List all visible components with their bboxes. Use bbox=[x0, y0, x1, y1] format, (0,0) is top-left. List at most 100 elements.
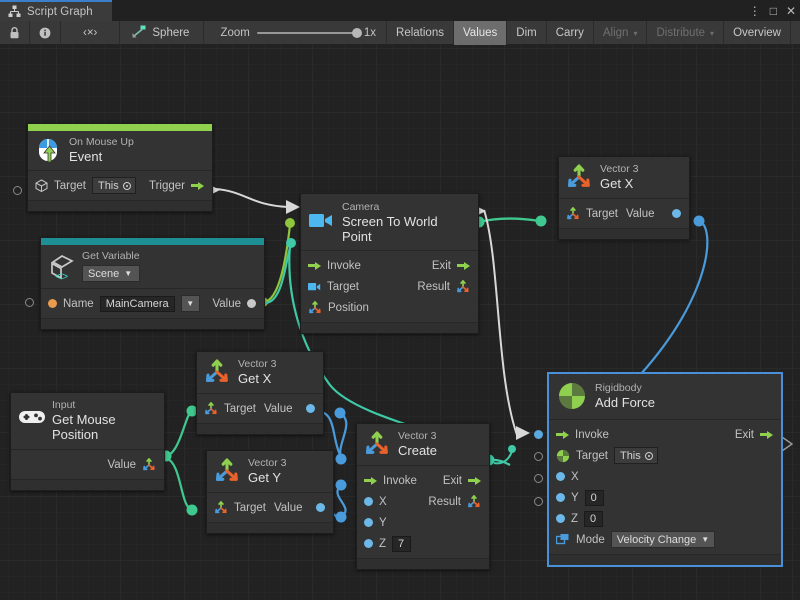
node-rigidbody-add-force[interactable]: Rigidbody Add Force Invoke Exit bbox=[548, 373, 782, 566]
variable-name-field[interactable]: MainCamera bbox=[99, 295, 175, 312]
y-port-dot[interactable] bbox=[364, 518, 373, 527]
exit-flow-arrow-icon[interactable] bbox=[457, 261, 470, 271]
port-on-mouse-up-target[interactable] bbox=[13, 186, 22, 195]
value-port-dot[interactable] bbox=[672, 209, 681, 218]
port-row-mode[interactable]: Mode Velocity Change ▼ bbox=[549, 529, 781, 550]
toolbar-button-align[interactable]: Align ▾ bbox=[594, 21, 648, 45]
toolbar-button-full-screen[interactable]: Full Screen bbox=[791, 21, 800, 45]
port-row-x[interactable]: X bbox=[549, 466, 781, 487]
port-row-z[interactable]: Z 7 bbox=[357, 533, 489, 554]
node-vector3-create[interactable]: Vector 3 Create Invoke Exit X Result bbox=[356, 423, 490, 570]
toolbar-button-overview[interactable]: Overview bbox=[724, 21, 791, 45]
mode-dropdown[interactable]: Velocity Change ▼ bbox=[610, 531, 716, 548]
port-row-invoke-exit[interactable]: Invoke Exit bbox=[549, 424, 781, 445]
name-port-dot[interactable] bbox=[48, 299, 57, 308]
rigidbody-port-icon[interactable] bbox=[556, 449, 570, 463]
port-row-y[interactable]: Y 0 bbox=[549, 487, 781, 508]
value-port-dot[interactable] bbox=[316, 503, 325, 512]
object-picker-icon[interactable] bbox=[122, 181, 131, 190]
port-row-y[interactable]: Y bbox=[357, 512, 489, 533]
z-value-field[interactable]: 7 bbox=[392, 535, 412, 552]
toolbar-button-values[interactable]: Values bbox=[453, 21, 508, 45]
port-row-target-value[interactable]: Target Value bbox=[559, 203, 689, 224]
port-row-target-result[interactable]: Target Result bbox=[301, 276, 478, 297]
zoom-control[interactable]: Zoom 1x bbox=[204, 21, 388, 45]
graph-inspector-icon[interactable]: ‹×› bbox=[61, 21, 121, 45]
target-label: Target bbox=[576, 449, 608, 462]
invoke-flow-arrow-icon[interactable] bbox=[364, 476, 377, 486]
z-port-dot[interactable] bbox=[364, 539, 373, 548]
zoom-slider-handle[interactable] bbox=[351, 28, 362, 38]
port-row-x-result[interactable]: X Result bbox=[357, 491, 489, 512]
maximize-icon[interactable]: □ bbox=[769, 4, 777, 18]
node-vector3-get-x-top[interactable]: Vector 3 Get X Target Value bbox=[558, 156, 690, 240]
port-row-target-value[interactable]: Target Value bbox=[197, 398, 323, 419]
close-icon[interactable]: ✕ bbox=[785, 4, 796, 18]
x-port-dot[interactable] bbox=[556, 472, 565, 481]
info-icon[interactable] bbox=[30, 21, 61, 45]
vector3-port-icon[interactable] bbox=[142, 457, 156, 472]
exit-flow-arrow-icon[interactable] bbox=[468, 476, 481, 486]
toolbar-button-relations[interactable]: Relations bbox=[387, 21, 454, 45]
toolbar-button-carry[interactable]: Carry bbox=[547, 21, 594, 45]
variable-kind-dropdown[interactable]: Scene ▼ bbox=[82, 265, 140, 282]
z-label: Z bbox=[379, 537, 387, 550]
node-input-get-mouse-position[interactable]: Input Get Mouse Position Value bbox=[10, 392, 165, 491]
node-get-variable[interactable]: <> Get Variable Scene ▼ Name MainCamera … bbox=[40, 237, 265, 330]
kebab-menu-icon[interactable]: ⋮ bbox=[748, 4, 761, 18]
vector3-port-icon[interactable] bbox=[467, 494, 481, 509]
invoke-flow-arrow-icon[interactable] bbox=[308, 261, 321, 271]
port-row-value[interactable]: Value bbox=[11, 454, 164, 475]
graph-canvas[interactable]: On Mouse Up Event Target This bbox=[0, 45, 800, 600]
port-row-target-value[interactable]: Target Value bbox=[207, 497, 333, 518]
target-value-chip[interactable]: This bbox=[91, 177, 136, 194]
value-port-dot[interactable] bbox=[306, 404, 315, 413]
node-body: Name MainCamera ▼ Value bbox=[41, 288, 264, 318]
x-port-dot[interactable] bbox=[364, 497, 373, 506]
object-picker-icon[interactable] bbox=[644, 451, 653, 460]
toolbar-button-dim[interactable]: Dim bbox=[507, 21, 547, 45]
value-port-dot[interactable] bbox=[247, 299, 256, 308]
port-row-position[interactable]: Position bbox=[301, 297, 478, 318]
port-rigidbody-y[interactable] bbox=[534, 452, 543, 461]
vector3-port-icon[interactable] bbox=[214, 500, 228, 515]
node-title: Screen To World Point bbox=[342, 214, 438, 244]
vector3-port-icon[interactable] bbox=[566, 206, 580, 221]
port-row-target[interactable]: Target This Trigger bbox=[28, 175, 212, 196]
enum-port-icon[interactable] bbox=[556, 533, 570, 546]
lock-icon[interactable] bbox=[0, 21, 30, 45]
node-vector3-get-x-mid[interactable]: Vector 3 Get X Target Value bbox=[196, 351, 324, 435]
camera-port-icon[interactable] bbox=[308, 282, 321, 292]
z-value-field[interactable]: 0 bbox=[584, 510, 604, 527]
port-rigidbody-z[interactable] bbox=[534, 474, 543, 483]
graph-object-selector[interactable]: Sphere bbox=[120, 21, 205, 45]
node-subtitle: Get Variable bbox=[82, 250, 140, 262]
vector3-port-icon[interactable] bbox=[456, 279, 470, 294]
vector3-port-icon[interactable] bbox=[204, 401, 218, 416]
port-row-name[interactable]: Name MainCamera ▼ Value bbox=[41, 293, 264, 314]
node-camera-screen-to-world-point[interactable]: Camera Screen To World Point Invoke Exit… bbox=[300, 193, 479, 334]
target-value-chip[interactable]: This bbox=[613, 447, 658, 464]
trigger-flow-arrow-icon[interactable] bbox=[191, 181, 204, 191]
toolbar-button-distribute[interactable]: Distribute ▾ bbox=[647, 21, 725, 45]
y-port-dot[interactable] bbox=[556, 493, 565, 502]
zoom-slider[interactable] bbox=[256, 28, 362, 38]
port-row-invoke-exit[interactable]: Invoke Exit bbox=[301, 255, 478, 276]
node-on-mouse-up[interactable]: On Mouse Up Event Target This bbox=[27, 123, 213, 212]
port-row-z[interactable]: Z 0 bbox=[549, 508, 781, 529]
port-rigidbody-x-connected[interactable] bbox=[534, 430, 543, 439]
node-vector3-get-y[interactable]: Vector 3 Get Y Target Value bbox=[206, 450, 334, 534]
port-rigidbody-mode[interactable] bbox=[534, 497, 543, 506]
node-subtitle: Rigidbody bbox=[595, 382, 642, 394]
z-port-dot[interactable] bbox=[556, 514, 565, 523]
exit-flow-arrow-icon[interactable] bbox=[760, 430, 773, 440]
tab-script-graph[interactable]: Script Graph bbox=[0, 0, 112, 21]
port-row-target[interactable]: Target This bbox=[549, 445, 781, 466]
invoke-flow-arrow-icon[interactable] bbox=[556, 430, 569, 440]
port-row-invoke-exit[interactable]: Invoke Exit bbox=[357, 470, 489, 491]
vector3-port-icon[interactable] bbox=[308, 300, 322, 315]
node-title: Get Y bbox=[248, 470, 282, 485]
port-get-variable-name[interactable] bbox=[25, 298, 34, 307]
variable-name-dropdown-button[interactable]: ▼ bbox=[180, 295, 200, 312]
y-value-field[interactable]: 0 bbox=[584, 489, 604, 506]
